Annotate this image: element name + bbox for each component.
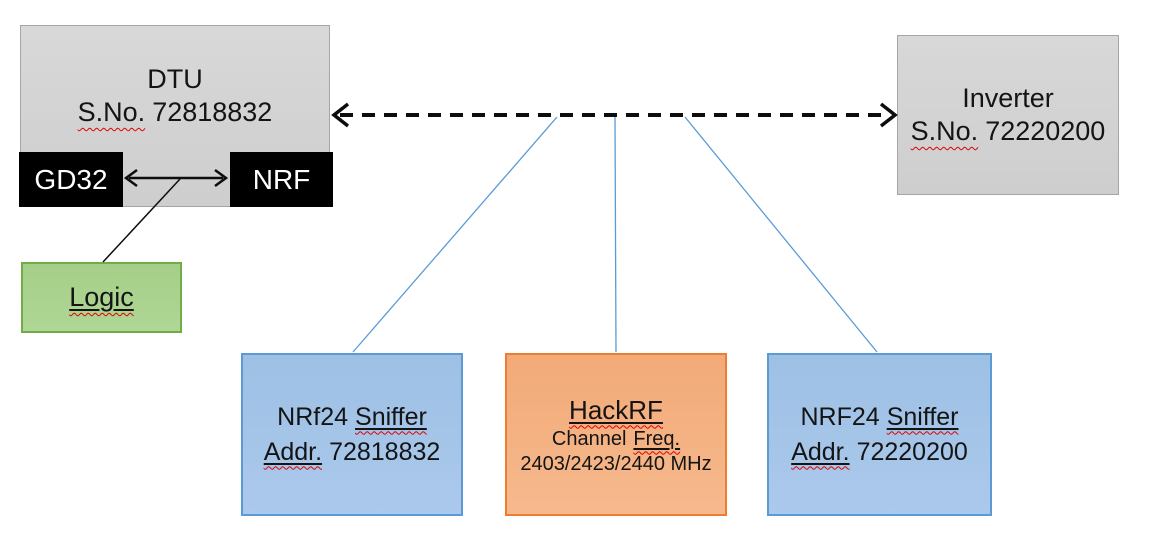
nrf-chip-label: NRF [252, 163, 311, 195]
hackrf-title: HackRF [569, 394, 663, 425]
link-to-sniffer-left-connector [352, 116, 558, 353]
dtu-title: DTU [147, 64, 203, 94]
sniffer-right-addr-line: Addr.72220200 [791, 435, 968, 470]
link-to-hackrf-connector [614, 116, 617, 353]
sniffer-left-addr-value: 72818832 [329, 437, 441, 466]
sniffer-left-title-word: Sniffer [355, 402, 427, 431]
sniffer-right-title-prefix: NRF24 [800, 402, 880, 431]
inverter-title: Inverter [962, 83, 1054, 113]
logic-node: Logic [21, 262, 182, 333]
sniffer-right-addr-value: 72220200 [856, 437, 968, 466]
arrowhead-right-icon [879, 102, 898, 128]
dtu-serial-line: S.No.72818832 [78, 96, 273, 129]
sniffer-left-title-prefix: NRf24 [277, 402, 349, 431]
dtu-serial-label: S.No. [77, 97, 146, 127]
dtu-inverter-dashed-arrow [331, 102, 898, 128]
link-to-sniffer-right-connector [684, 116, 878, 353]
hackrf-frequencies: 2403/2423/2440 MHz [520, 452, 712, 475]
arrowhead-left-icon [331, 102, 350, 128]
nrf-chip: NRF [230, 152, 333, 207]
hackrf-subtitle-word: Freq. [633, 427, 681, 450]
sniffer-left-addr-line: Addr.72818832 [264, 435, 441, 470]
logic-label: Logic [69, 282, 134, 312]
sniffer-right-title-word: Sniffer [886, 402, 959, 431]
inverter-serial-line: S.No.72220200 [911, 115, 1106, 148]
sniffer-right-addr-label: Addr. [791, 437, 850, 466]
hackrf-node: HackRF Channel Freq. 2403/2423/2440 MHz [505, 353, 727, 516]
sniffer-left-addr-label: Addr. [263, 437, 323, 466]
gd32-chip-label: GD32 [34, 163, 108, 195]
gd32-chip: GD32 [19, 152, 123, 207]
hackrf-subtitle: Channel Freq. [552, 427, 680, 452]
hackrf-subtitle-prefix: Channel [551, 427, 627, 450]
inverter-serial-label: S.No. [910, 116, 979, 146]
inverter-serial-value: 72220200 [985, 116, 1106, 146]
dtu-serial-value: 72818832 [152, 97, 273, 127]
inverter-node: Inverter S.No.72220200 [897, 35, 1119, 195]
